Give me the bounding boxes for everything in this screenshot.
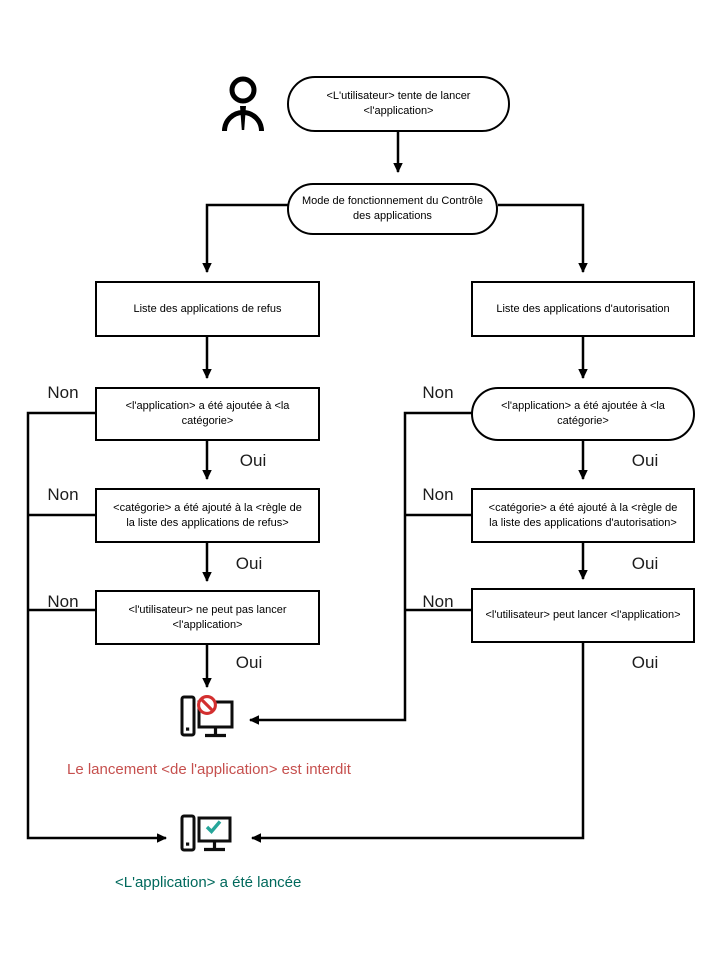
node-deny-list-label: Liste des applications de refus (133, 302, 282, 315)
launched-caption: <L'application> a été lancée (115, 874, 302, 891)
node-allow-step-category: <l'application> a été ajoutée à <la caté… (471, 387, 695, 441)
label-no-allow-2: Non (422, 485, 454, 504)
node-allow-step-user: <l'utilisateur> peut lancer <l'applicati… (471, 588, 695, 643)
node-allow-step-category-label: <l'application> a été ajoutée à <la caté… (501, 400, 665, 427)
node-deny-step-user-label: <l'utilisateur> ne peut pas lancer <l'ap… (128, 603, 287, 631)
node-start: <L'utilisateur> tente de lancer <l'appli… (287, 76, 510, 132)
node-deny-step-rule-label: <catégorie> a été ajouté à la <règle de … (113, 501, 302, 529)
node-deny-step-rule: <catégorie> a été ajouté à la <règle de … (95, 488, 320, 543)
connector-allow-step3-to-launched (251, 643, 585, 843)
label-yes-allow-3: Oui (631, 653, 659, 672)
label-no-deny-1: Non (47, 383, 79, 402)
label-yes-deny-3: Oui (235, 653, 263, 672)
label-no-allow-3: Non (422, 592, 454, 611)
connector-mode-to-allow-list (498, 203, 588, 273)
blocked-caption: Le lancement <de l'application> est inte… (67, 761, 351, 778)
node-deny-step-category-label: <l'application> a été ajoutée à <la caté… (125, 400, 290, 427)
node-allow-list: Liste des applications d'autorisation (471, 281, 695, 337)
node-deny-step-category: <l'application> a été ajoutée à <la caté… (95, 387, 320, 441)
node-allow-step-rule-label: <catégorie> a été ajouté à la <règle de … (488, 501, 678, 529)
node-deny-step-user: <l'utilisateur> ne peut pas lancer <l'ap… (95, 590, 320, 645)
node-start-label: <L'utilisateur> tente de lancer <l'appli… (326, 90, 471, 117)
label-yes-allow-1: Oui (631, 451, 659, 470)
user-icon (222, 76, 264, 132)
label-no-allow-1: Non (422, 383, 454, 402)
node-mode-decision: Mode de fonctionnement du Contrôle des a… (287, 183, 498, 235)
connector-deny-no-rail (26, 411, 167, 843)
label-no-deny-3: Non (47, 592, 79, 611)
node-allow-step-rule: <catégorie> a été ajouté à la <règle de … (471, 488, 695, 543)
label-yes-allow-2: Oui (631, 554, 659, 573)
check-icon (205, 820, 222, 835)
node-allow-list-label: Liste des applications d'autorisation (496, 302, 670, 315)
connector-allow-no-rail (249, 411, 474, 725)
computer-launched-icon (180, 814, 232, 852)
computer-blocked-icon (180, 695, 234, 738)
connector-mode-to-deny-list (202, 203, 288, 273)
prohibition-icon (197, 695, 217, 715)
label-no-deny-2: Non (47, 485, 79, 504)
node-allow-step-user-label: <l'utilisateur> peut lancer <l'applicati… (485, 609, 681, 622)
label-yes-deny-1: Oui (239, 451, 267, 470)
node-mode-label: Mode de fonctionnement du Contrôle des a… (301, 195, 483, 222)
label-yes-deny-2: Oui (235, 554, 263, 573)
node-deny-list: Liste des applications de refus (95, 281, 320, 337)
